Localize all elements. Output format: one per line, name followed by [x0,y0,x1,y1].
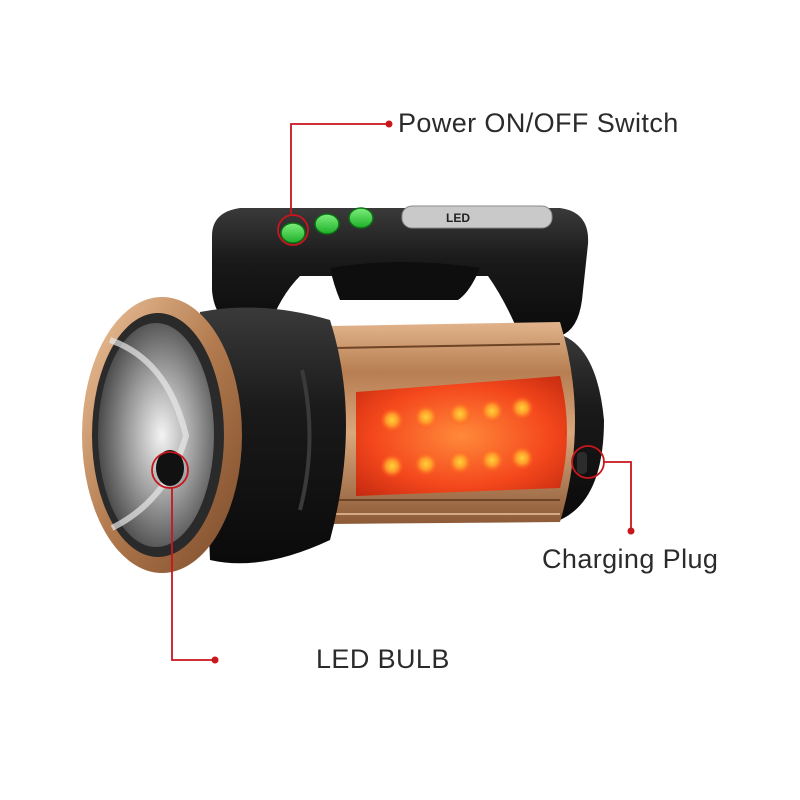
front-collar [200,307,346,564]
led-bulb-label: LED BULB [316,644,450,674]
power-switch-callout-line [290,123,386,216]
charging-port [577,452,587,474]
side-light-panel [356,376,567,496]
led-bulb-callout-line [171,487,212,661]
handle: LED [212,205,589,336]
callout-endpoints [211,120,635,664]
side-led-row-top [380,396,534,432]
charging-plug-callout-line [603,461,632,528]
charging-plug-label: Charging Plug [542,544,719,574]
mode-button-1[interactable] [314,213,340,235]
side-led-row-bottom [380,446,534,478]
button-group [280,207,374,244]
mode-button-2[interactable] [348,207,374,229]
led-bulb-callout-circle [151,451,189,489]
callout-lines [151,123,632,661]
power-button[interactable] [280,222,306,244]
power-switch-callout-circle [277,214,309,246]
lamp-head [82,297,242,573]
handle-badge: LED [446,211,470,225]
power-switch-label: Power ON/OFF Switch [398,108,679,138]
led-bulb [156,450,184,486]
